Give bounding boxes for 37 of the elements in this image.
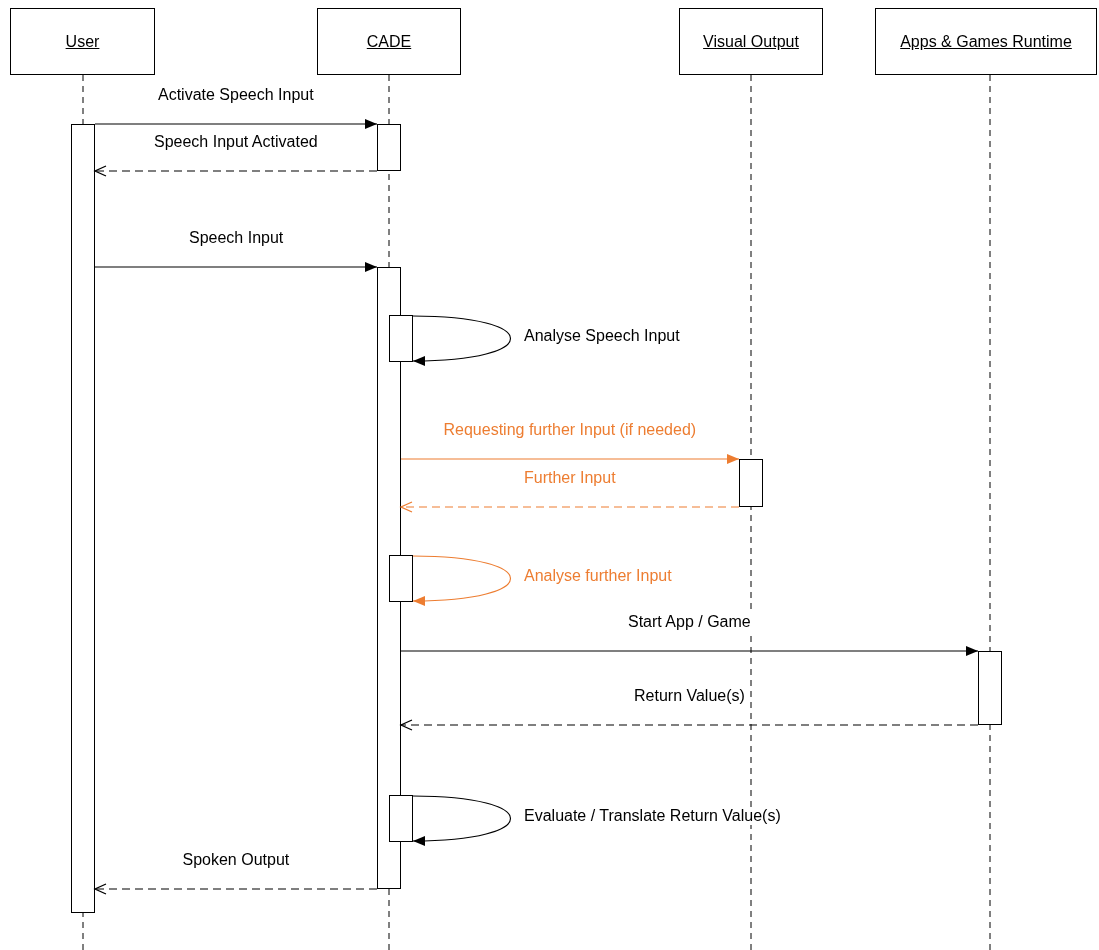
message-arrow — [94, 165, 378, 177]
activation-bar — [389, 795, 413, 842]
message-label: Return Value(s) — [632, 687, 747, 705]
message-label: Further Input — [522, 469, 618, 487]
message-arrow — [400, 646, 979, 656]
participant-label: Visual Output — [703, 32, 799, 51]
message-label: Requesting further Input (if needed) — [441, 421, 699, 439]
message-label: Spoken Output — [180, 851, 292, 869]
message-label: Activate Speech Input — [156, 86, 316, 104]
activation-bar — [739, 459, 763, 507]
participant-label: User — [65, 32, 100, 51]
participant-label: Apps & Games Runtime — [900, 32, 1072, 51]
message-label: Speech Input Activated — [152, 133, 320, 151]
message-arrow — [412, 315, 512, 366]
message-label: Analyse further Input — [522, 566, 674, 585]
message-arrow — [94, 883, 378, 895]
message-label: Speech Input — [187, 229, 286, 247]
message-arrow — [412, 795, 512, 846]
message-arrow — [400, 501, 740, 513]
participant-box — [10, 8, 155, 75]
message-arrow — [94, 262, 378, 272]
message-label: Evaluate / Translate Return Value(s) — [522, 806, 783, 825]
activation-bar — [389, 315, 413, 362]
participant-box — [317, 8, 461, 75]
message-arrow — [400, 719, 979, 731]
message-arrow — [400, 454, 740, 464]
message-label: Start App / Game — [626, 613, 753, 631]
activation-bar — [377, 124, 401, 171]
activation-bar — [978, 651, 1002, 725]
activation-bar — [71, 124, 95, 913]
activation-bar — [389, 555, 413, 602]
participant-box — [875, 8, 1097, 75]
participant-label: CADE — [366, 32, 412, 51]
message-arrow — [94, 119, 378, 129]
message-label: Analyse Speech Input — [522, 326, 682, 345]
participant-box — [679, 8, 823, 75]
message-arrow — [412, 555, 512, 606]
